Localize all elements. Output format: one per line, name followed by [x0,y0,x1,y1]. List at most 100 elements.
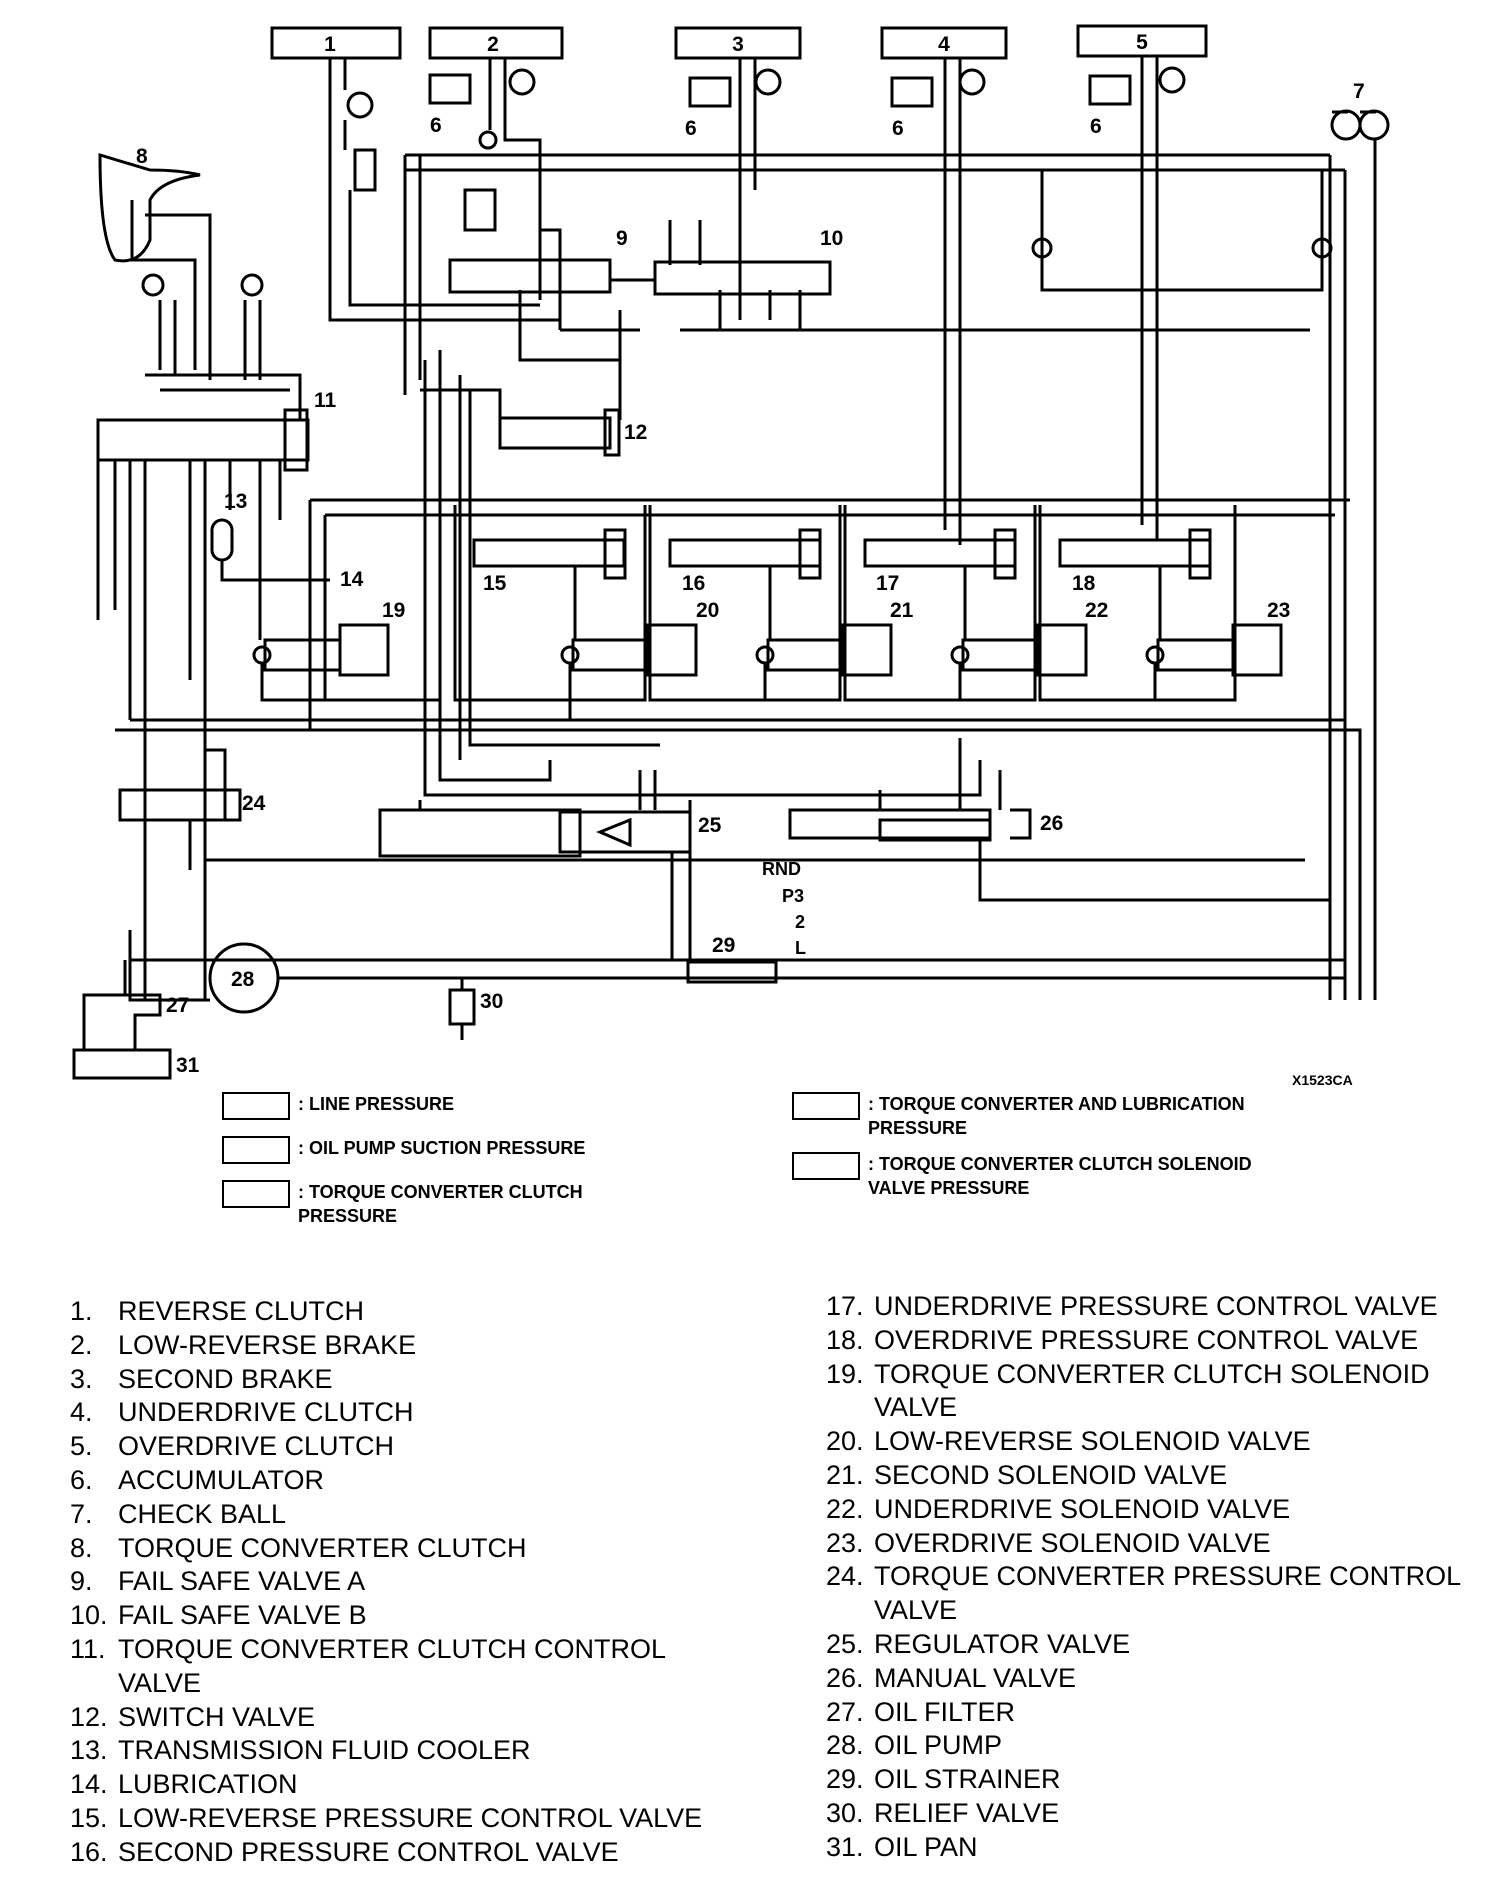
label-fail-safe-b: 10 [820,227,843,250]
label-cooler: 13 [224,490,247,513]
label-manual-valve: 26 [1040,812,1063,835]
list-item: 19. TORQUE CONVERTER CLUTCH SOLENOID VALV… [826,1358,1486,1426]
label-ud-pressure: 17 [876,572,899,595]
item-name: LOW-REVERSE BRAKE [118,1329,417,1360]
item-name: SWITCH VALVE [118,1701,316,1732]
label-box-5: 5 [1136,31,1148,54]
item-number: 23. [826,1527,864,1558]
list-item: 10.FAIL SAFE VALVE B [70,1599,750,1633]
label-check-ball: 7 [1353,80,1365,103]
list-item: 30.RELIEF VALVE [826,1797,1486,1831]
label-lr-pressure: 15 [483,572,507,595]
gear-position-2: 2 [795,912,805,932]
gear-position-l: L [795,938,806,958]
label-accumulator: 6 [430,114,442,137]
label-od-pressure: 18 [1072,572,1096,595]
item-name: OVERDRIVE SOLENOID VALVE [874,1527,1271,1558]
item-number: 25. [826,1628,864,1659]
label-oil-pan: 31 [176,1054,200,1077]
item-number: 16. [70,1836,108,1867]
oil-pan [72,1048,172,1080]
hydraulic-circuit-diagram: 1 2 3 4 5 6 6 6 6 7 8 9 10 11 12 13 14 1… [72,24,1390,1088]
item-name: OIL STRAINER [874,1764,1061,1795]
list-item: 27. OIL FILTER [826,1696,1486,1730]
list-item: 3.SECOND BRAKE [70,1363,750,1397]
item-name: SECOND PRESSURE CONTROL VALVE [118,1836,619,1867]
item-name: FAIL SAFE VALVE A [118,1566,366,1597]
list-item: 7.CHECK BALL [70,1498,750,1532]
item-number: 8. [70,1532,93,1563]
list-item: 23. OVERDRIVE SOLENOID VALVE [826,1527,1486,1561]
item-name: LOW-REVERSE PRESSURE CONTROL VALVE [118,1802,703,1833]
item-name: UNDERDRIVE SOLENOID VALVE [874,1493,1291,1524]
list-item: 21.SECOND SOLENOID VALVE [826,1459,1486,1493]
item-name: LOW-REVERSE SOLENOID VALVE [874,1426,1311,1457]
label-tcc: 8 [136,145,148,168]
item-number: 2. [70,1329,93,1360]
item-number: 1. [70,1296,93,1326]
list-item: 15. LOW-REVERSE PRESSURE CONTROL VALVE [70,1802,750,1836]
regulator-valve [378,808,692,858]
legend-swatch [222,1180,290,1208]
list-item: 6. ACCUMULATOR [70,1464,750,1498]
label-regulator: 25 [698,814,722,837]
item-name: SECOND BRAKE [118,1363,333,1394]
item-number: 9. [70,1566,93,1597]
list-item: 24. TORQUE CONVERTER PRESSURE CONTROL VAL… [826,1560,1486,1628]
list-item: 22.UNDERDRIVE SOLENOID VALVE [826,1493,1486,1527]
item-number: 28. [826,1730,864,1761]
legend-swatch [222,1136,290,1164]
label-ud-solenoid: 22 [1085,599,1108,622]
list-item: 17.UNDERDRIVE PRESSURE CONTROL VALVE [826,1290,1486,1324]
relief-valve [448,988,476,1026]
item-number: 24. [826,1561,864,1592]
fail-safe-valve-a [448,188,612,294]
manual-valve [788,808,1032,842]
label-box-2: 2 [487,33,499,56]
item-name: TRANSMISSION FLUID COOLER [118,1735,531,1766]
item-number: 21. [826,1459,864,1490]
legend-text: : OIL PUMP SUCTION PRESSURE [298,1138,586,1158]
top-box-5 [1076,24,1208,58]
legend-tcc-pressure: : TORQUE CONVERTER CLUTCH PRESSURE [222,1180,583,1228]
legend-line-pressure: : LINE PRESSURE [222,1092,454,1120]
oil-strainer [686,960,778,984]
item-number: 4. [70,1397,93,1428]
label-oil-pump: 28 [231,968,255,991]
item-number: 27. [826,1696,864,1727]
item-name: TORQUE CONVERTER CLUTCH [118,1532,527,1563]
list-item: 16. SECOND PRESSURE CONTROL VALVE [70,1836,750,1870]
list-item: 20.LOW-REVERSE SOLENOID VALVE [826,1425,1486,1459]
legend-tc-lubrication: : TORQUE CONVERTER AND LUBRICATION PRESS… [792,1092,1245,1140]
item-name: OIL FILTER [874,1696,1016,1727]
item-name: OVERDRIVE CLUTCH [118,1431,395,1462]
label-od-solenoid: 23 [1267,599,1290,622]
legend-oil-pump-suction: : OIL PUMP SUCTION PRESSURE [222,1136,585,1164]
item-number: 31. [826,1831,864,1862]
item-name: TORQUE CONVERTER PRESSURE CONTROL VALVE [874,1561,1461,1626]
label-oil-filter: 27 [166,994,189,1017]
item-number: 15. [70,1802,108,1833]
legend-swatch [222,1092,290,1120]
item-number: 6. [70,1464,93,1495]
top-box-3 [674,26,802,60]
item-number: 19. [826,1358,864,1389]
item-name: ACCUMULATOR [118,1464,325,1495]
item-number: 11. [70,1633,106,1664]
item-number: 26. [826,1662,864,1693]
oil-filter [82,993,162,1052]
label-switch-valve: 12 [624,421,647,444]
top-box-1 [270,26,402,60]
item-name: TORQUE CONVERTER CLUTCH SOLENOID VALVE [874,1358,1430,1423]
label-tc-pressure-control: 24 [242,792,266,815]
transmission-fluid-cooler [210,518,234,562]
list-item: 28.OIL PUMP [826,1729,1486,1763]
solenoid-valves [252,623,1283,677]
item-number: 10. [70,1600,108,1631]
list-item: 1.REVERSE CLUTCH [70,1295,750,1329]
item-number: 29. [826,1764,864,1795]
label-box-3: 3 [732,33,744,56]
label-box-1: 1 [324,33,336,56]
legend-text: : LINE PRESSURE [298,1094,455,1114]
list-item: 9. FAIL SAFE VALVE A [70,1565,750,1599]
